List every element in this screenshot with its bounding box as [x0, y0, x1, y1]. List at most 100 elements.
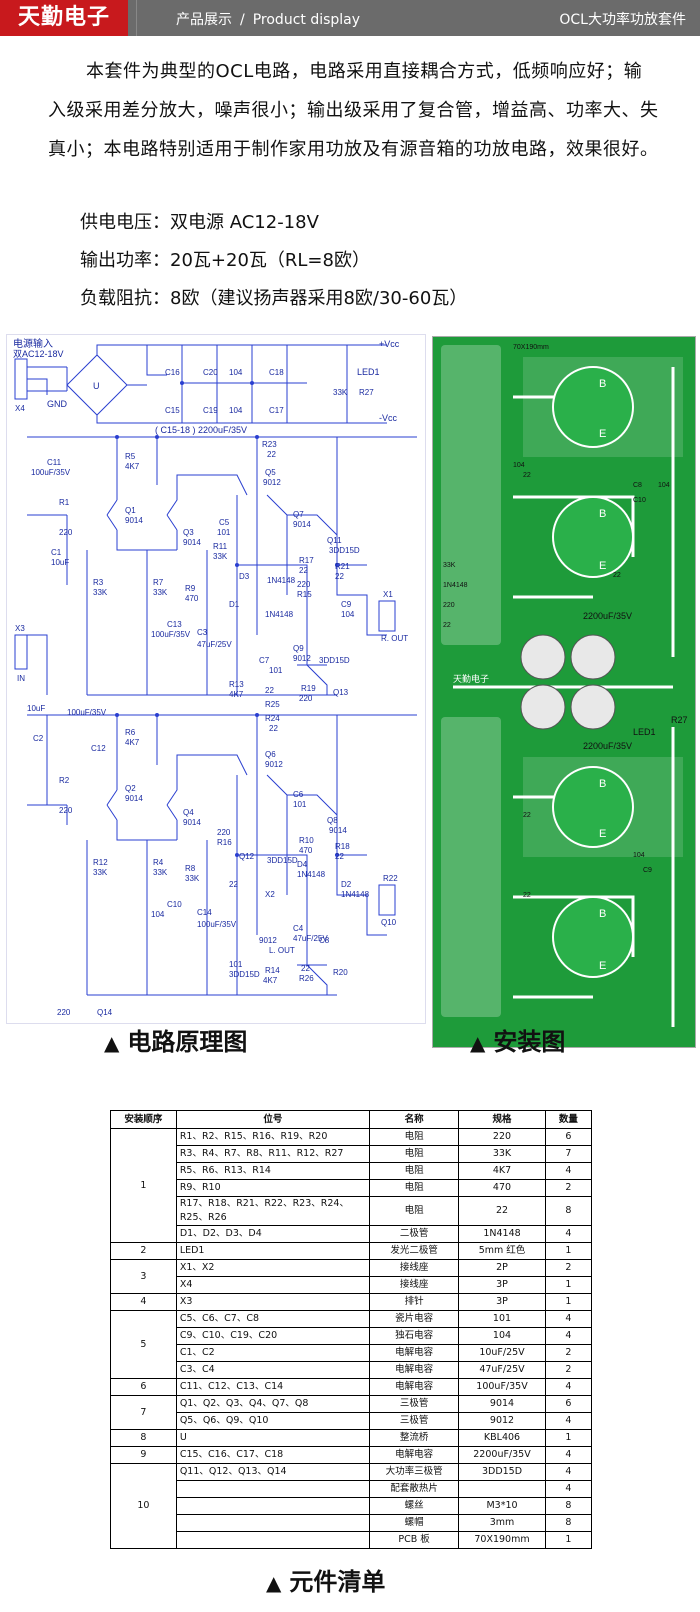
- bom-spec-cell: 1N4148: [458, 1225, 546, 1243]
- bom-ref-cell: Q5、Q6、Q9、Q10: [175, 1412, 370, 1430]
- schematic-component-label: Q2: [125, 784, 136, 793]
- bom-ref-cell: R1、R2、R15、R16、R19、R20: [175, 1128, 370, 1146]
- bom-order-cell: 1: [110, 1128, 177, 1243]
- spec-voltage: 供电电压：双电源 AC12-18V: [80, 212, 319, 233]
- schematic-component-label: Q4: [183, 808, 194, 817]
- schematic-component-label: 220: [59, 528, 73, 537]
- schematic-component-label: 10uF: [51, 558, 69, 567]
- schematic-component-label: Q6: [265, 750, 276, 759]
- schematic-component-label: 9014: [293, 520, 311, 529]
- bom-ref-cell: X3: [175, 1293, 370, 1311]
- bom-name-cell: 电解电容: [368, 1361, 460, 1379]
- bom-name-cell: 独石电容: [368, 1327, 460, 1345]
- schematic-component-label: 4K7: [263, 976, 278, 985]
- bom-order-cell: 10: [110, 1463, 177, 1549]
- schematic-component-label: D1: [229, 600, 240, 609]
- schematic-component-label: R22: [383, 874, 398, 883]
- pcb-component-label: 104: [633, 852, 645, 859]
- led-label: LED1: [357, 367, 380, 377]
- bom-ref-cell: Q11、Q12、Q13、Q14: [175, 1463, 370, 1481]
- schematic-component-label: R16: [217, 838, 232, 847]
- pcb-component-label: 22: [523, 892, 531, 899]
- schematic-component-label: R8: [185, 864, 196, 873]
- pcb-component-label: C10: [633, 497, 646, 504]
- schematic-component-label: C9: [341, 600, 352, 609]
- pcb-labels: 70X190mm 2200uF/35V 2200uF/35V 天勤电子 LED1…: [453, 344, 688, 972]
- bom-qty-cell: 1: [544, 1276, 593, 1294]
- bom-ref-cell: [175, 1497, 370, 1515]
- bom-ref-cell: C15、C16、C17、C18: [175, 1446, 370, 1464]
- bom-ref-cell: LED1: [175, 1242, 370, 1260]
- schematic-component-label: C14: [197, 908, 212, 917]
- bom-header-spec: 规格: [458, 1110, 546, 1129]
- bom-spec-cell: 9012: [458, 1412, 546, 1430]
- schematic-component-label: R17: [299, 556, 314, 565]
- bom-qty-cell: 4: [544, 1225, 593, 1243]
- bom-order-cell: 9: [110, 1446, 177, 1464]
- schematic-component-label: D4: [297, 860, 308, 869]
- schematic-component-label: 22: [267, 450, 276, 459]
- schematic-component-label: C19: [203, 406, 218, 415]
- bom-qty-cell: 4: [544, 1412, 593, 1430]
- bom-qty-cell: 2: [544, 1361, 593, 1379]
- schematic-component-label: Q13: [333, 688, 349, 697]
- bom-header-name: 名称: [368, 1110, 460, 1129]
- pcb-cap-label-1: 2200uF/35V: [583, 611, 632, 621]
- bom-qty-cell: 8: [544, 1514, 593, 1532]
- bom-name-cell: PCB 板: [368, 1531, 460, 1549]
- schematic-component-label: 220: [57, 1008, 71, 1017]
- pcb-pin-b: B: [599, 908, 606, 920]
- bom-spec-cell: 3P: [458, 1276, 546, 1294]
- bom-name-cell: 发光二极管: [368, 1242, 460, 1260]
- schematic-component-label: Q7: [293, 510, 304, 519]
- bom-qty-cell: 6: [544, 1128, 593, 1146]
- schematic-component-label: X4: [15, 404, 25, 413]
- schematic-component-label: C6: [293, 790, 304, 799]
- bom-ref-cell: C5、C6、C7、C8: [175, 1310, 370, 1328]
- schematic-component-label: C5: [219, 518, 230, 527]
- bom-qty-cell: 2: [544, 1179, 593, 1197]
- schematic-component-label: C15: [165, 406, 180, 415]
- schematic-component-label: C7: [259, 656, 270, 665]
- pcb-big-caps: [520, 634, 616, 730]
- schematic-component-label: 33K: [93, 868, 108, 877]
- schematic-component-label: 1N4148: [267, 576, 296, 585]
- breadcrumb-en: Product display: [252, 12, 361, 28]
- bom-name-cell: 电解电容: [368, 1378, 460, 1396]
- bom-spec-cell: 3P: [458, 1293, 546, 1311]
- schematic-component-label: 101: [269, 666, 283, 675]
- header-divider: [136, 0, 137, 36]
- schematic-component-label: 104: [151, 910, 165, 919]
- bom-ref-cell: [175, 1480, 370, 1498]
- bom-qty-cell: 1: [544, 1429, 593, 1447]
- pcb-component-label: 22: [523, 812, 531, 819]
- schematic-component-label: C12: [91, 744, 106, 753]
- schematic-component-label: 101: [217, 528, 231, 537]
- bom-ref-cell: R3、R4、R7、R8、R11、R12、R27: [175, 1145, 370, 1163]
- caps-note: ( C15-18 ) 2200uF/35V: [155, 425, 247, 435]
- bom-name-cell: 大功率三极管: [368, 1463, 460, 1481]
- bom-qty-cell: 4: [544, 1480, 593, 1498]
- pcb-pin-e: E: [599, 828, 606, 840]
- schematic-component-label: C18: [269, 368, 284, 377]
- schematic-component-label: C2: [33, 734, 44, 743]
- bom-qty-cell: 2: [544, 1259, 593, 1277]
- pcb-layout-image: 70X190mm 2200uF/35V 2200uF/35V 天勤电子 LED1…: [432, 336, 696, 1048]
- schematic-component-label: R12: [93, 858, 108, 867]
- brand-logo[interactable]: 天勤电子: [0, 0, 128, 36]
- schematic-component-label: X3: [15, 624, 25, 633]
- schematic-component-label: 9014: [183, 538, 201, 547]
- bom-qty-cell: 1: [544, 1531, 593, 1549]
- schematic-component-label: R25: [265, 700, 280, 709]
- bom-header-ref: 位号: [175, 1110, 370, 1129]
- pcb-pin-e: E: [599, 560, 606, 572]
- schematic-component-label: 220: [299, 694, 313, 703]
- schematic-component-label: 220: [297, 580, 311, 589]
- caption-schematic: ▲电路原理图: [104, 1022, 247, 1057]
